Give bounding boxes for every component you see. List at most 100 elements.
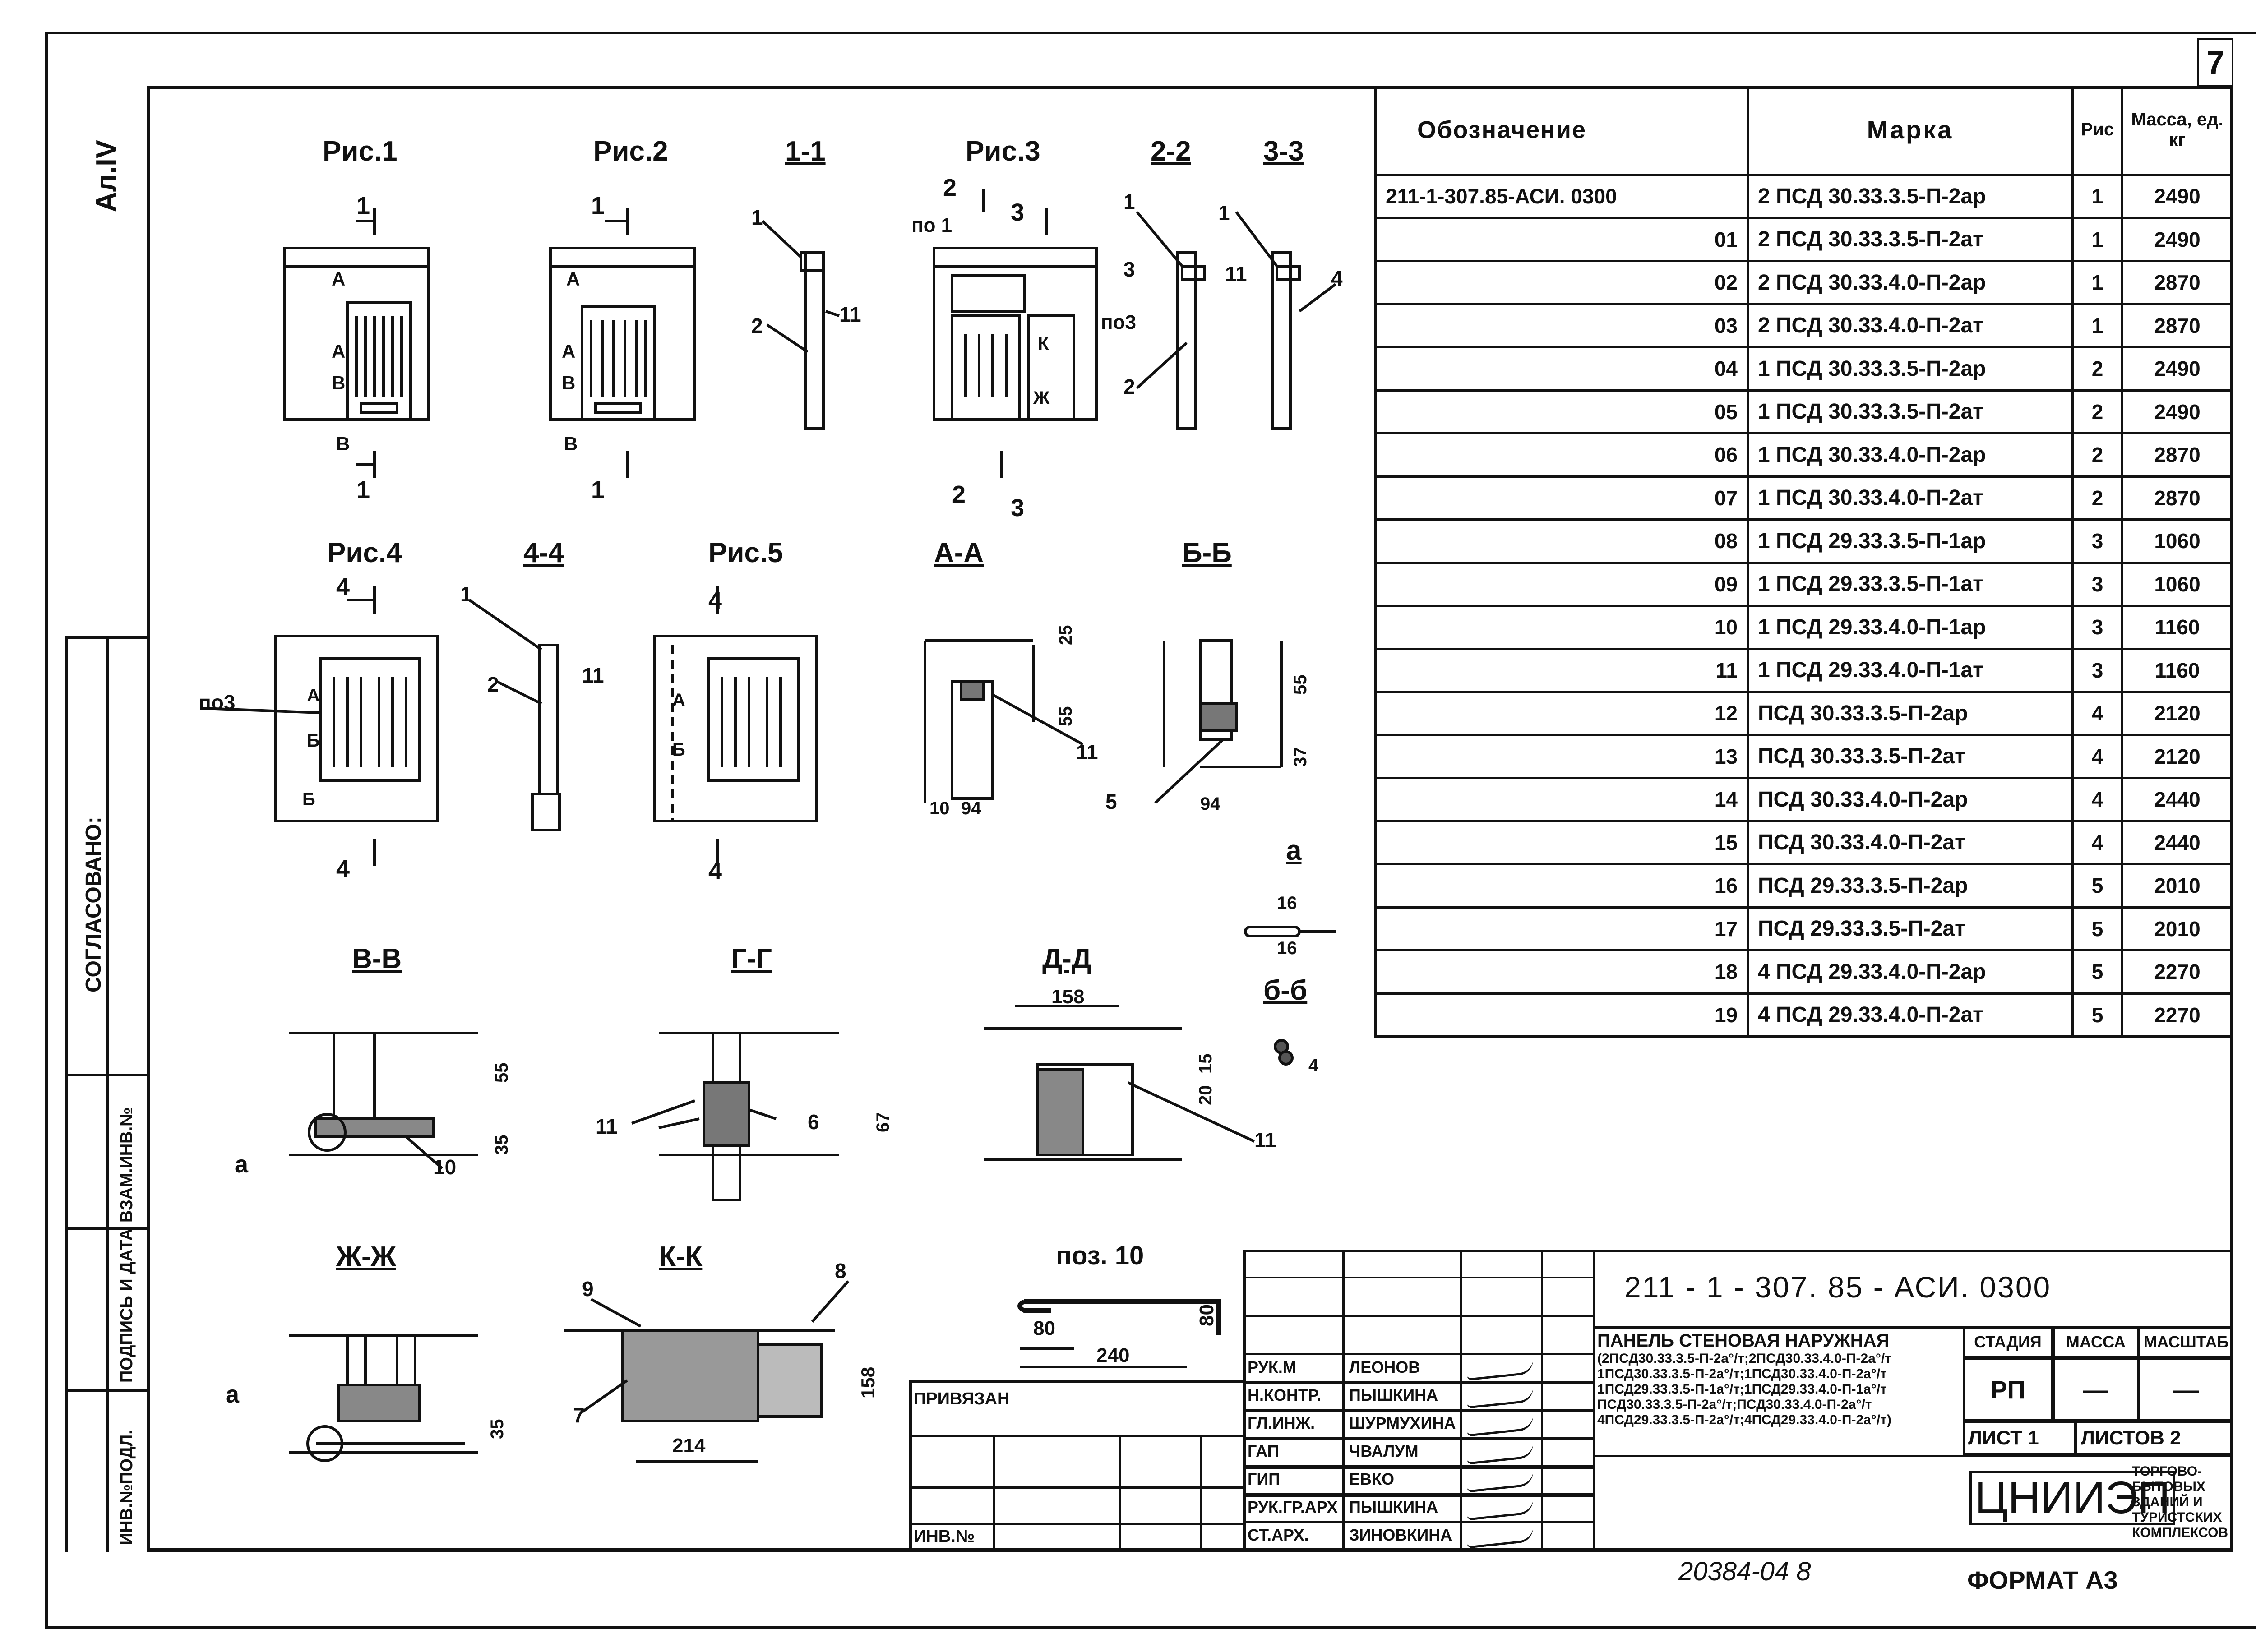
mass-cell: 2490 — [2123, 391, 2233, 434]
section-2-2-3-3-drawing — [1136, 211, 1336, 430]
sheets-label: ЛИСТОВ 2 — [2076, 1421, 2233, 1455]
section-K-K-drawing — [564, 1280, 850, 1463]
tb-row-line — [1243, 1410, 1595, 1412]
tb-role: ГАП — [1248, 1442, 1279, 1460]
mass-cell: 2490 — [2123, 176, 2233, 219]
callout-s33-1: 1 — [1218, 201, 1230, 225]
sheet-number: 7 — [2206, 45, 2225, 81]
callout-GG-11: 11 — [596, 1115, 618, 1138]
strip-div-2 — [65, 1227, 149, 1230]
dim-VV-55: 55 — [492, 1062, 512, 1083]
mark-cell: 4 ПСД 29.33.4.0-П-2ат — [1749, 994, 2074, 1038]
fig-cell: 5 — [2074, 865, 2123, 909]
fig2-drawing — [549, 208, 696, 478]
mark-cell: 2 ПСД 30.33.4.0-П-2ар — [1749, 262, 2074, 305]
callout-fig1-A2: А — [332, 341, 346, 362]
sheet-number-box: 7 — [2197, 38, 2233, 87]
callout-fig1-V: В — [332, 372, 346, 393]
callout-KK-9: 9 — [582, 1277, 594, 1301]
tb-row-line — [1243, 1381, 1595, 1383]
mass-cell: 2270 — [2123, 994, 2233, 1038]
mark-cell: ПСД 30.33.3.5-П-2ат — [1749, 736, 2074, 779]
mass-cell: 1160 — [2123, 650, 2233, 693]
format-label: ФОРМАТ А3 — [1967, 1566, 2118, 1594]
tb-row-line — [1243, 1467, 1595, 1469]
org-text-4: ТУРИСТСКИХ — [2132, 1510, 2222, 1525]
callout-fig1-1-top: 1 — [356, 192, 370, 219]
fig-cell: 3 — [2074, 607, 2123, 650]
callout-BB-5: 5 — [1105, 790, 1117, 813]
mass-cell: 2440 — [2123, 822, 2233, 865]
mark-cell: 1 ПСД 30.33.3.5-П-2ат — [1749, 391, 2074, 434]
callout-fig2-A: А — [566, 268, 580, 290]
privyazan-block — [909, 1380, 1245, 1552]
callout-fig3-K: К — [1038, 334, 1049, 354]
callout-fig3-3-bottom: 3 — [1011, 494, 1025, 521]
dim-GG-67: 67 — [873, 1112, 893, 1133]
callout-s11-1: 1 — [751, 206, 763, 229]
section-V-V-drawing — [289, 1032, 478, 1170]
stage-label: СТАДИЯ — [1963, 1326, 2053, 1358]
dim-KK-158: 158 — [857, 1366, 878, 1398]
mass-cell: 2870 — [2123, 477, 2233, 521]
callout-s22-11: 11 — [1225, 262, 1247, 286]
dim-pos10-80-h: 80 — [1033, 1317, 1055, 1339]
tb-row-line — [1243, 1521, 1595, 1523]
tb-vline-main — [1593, 1250, 1595, 1552]
callout-s44-2: 2 — [487, 673, 499, 696]
view-b-b-title: б-б — [1263, 975, 1308, 1006]
dim-a-16-top: 16 — [1277, 893, 1297, 913]
mark-cell: ПСД 30.33.4.0-П-2ар — [1749, 779, 2074, 822]
mass-cell: 2440 — [2123, 779, 2233, 822]
callout-fig4-4: 4 — [336, 573, 350, 600]
callout-ZhZh-a: а — [226, 1381, 240, 1408]
tb-role: РУК.ГР.АРХ — [1248, 1498, 1338, 1516]
pos10-title: поз. 10 — [1056, 1241, 1144, 1270]
dim-BB-94: 94 — [1200, 794, 1220, 814]
designation-cell: 11 — [1377, 650, 1749, 693]
title-block-code: 211 - 1 - 307. 85 - АСИ. 0300 — [1624, 1270, 2052, 1304]
designation-cell: 09 — [1377, 563, 1749, 607]
fig5-drawing — [653, 586, 818, 866]
tb-role: Н.КОНТР. — [1248, 1386, 1321, 1404]
mass-cell: 1060 — [2123, 563, 2233, 607]
mark-cell: ПСД 30.33.3.5-П-2ар — [1749, 693, 2074, 736]
description-line-2: (2ПСД30.33.3.5-П-2а°/т;2ПСД30.33.4.0-П-2… — [1597, 1351, 1891, 1366]
tb-name: ПЫШКИНА — [1349, 1498, 1438, 1516]
strip-div-1 — [65, 1074, 149, 1076]
callout-fig3-2: 2 — [943, 174, 957, 201]
section-A-A-title: А-А — [934, 537, 984, 568]
fig-cell: 2 — [2074, 348, 2123, 392]
section-K-K-title: К-К — [659, 1241, 703, 1272]
privyazan-vline2 — [1119, 1435, 1121, 1552]
section-B-B-drawing — [1154, 639, 1283, 804]
mark-cell: ПСД 30.33.4.0-П-2ат — [1749, 822, 2074, 865]
callout-VV-a: а — [235, 1151, 249, 1178]
mass-cell: 2010 — [2123, 908, 2233, 951]
description-line-1: ПАНЕЛЬ СТЕНОВАЯ НАРУЖНАЯ — [1597, 1331, 1890, 1351]
mark-cell: 1 ПСД 29.33.4.0-П-1ар — [1749, 607, 2074, 650]
designation-cell: 211-1-307.85-АСИ. 0300 — [1377, 176, 1749, 219]
mark-cell: 1 ПСД 30.33.3.5-П-2ар — [1749, 348, 2074, 392]
tb-row-line — [1243, 1353, 1595, 1355]
fig-cell: 3 — [2074, 650, 2123, 693]
table-header-mark: Марка — [1749, 86, 2074, 176]
tb-vline-sign — [1541, 1250, 1543, 1552]
strip-line-2 — [106, 636, 109, 1552]
fig-cell: 1 — [2074, 219, 2123, 262]
details-a-b-drawing — [1244, 926, 1336, 1066]
strip-div-3 — [65, 1389, 149, 1392]
section-V-V-title: В-В — [352, 943, 402, 974]
fig-cell: 4 — [2074, 822, 2123, 865]
fig-cell: 3 — [2074, 563, 2123, 607]
description-line-5: ПСД30.33.3.5-П-2а°/т;ПСД30.33.4.0-П-2а°/… — [1597, 1397, 1872, 1412]
designation-cell: 12 — [1377, 693, 1749, 736]
description-line-6: 4ПСД29.33.3.5-П-2а°/т;4ПСД29.33.4.0-П-2а… — [1597, 1412, 1891, 1427]
callout-fig5-B: Б — [672, 740, 685, 760]
dim-AA-55: 55 — [1056, 706, 1076, 727]
tb-name: ЗИНОВКИНА — [1349, 1526, 1452, 1544]
fig3-drawing — [933, 189, 1098, 478]
tb-row-line — [1243, 1437, 1595, 1439]
mass-cell: 1060 — [2123, 521, 2233, 564]
